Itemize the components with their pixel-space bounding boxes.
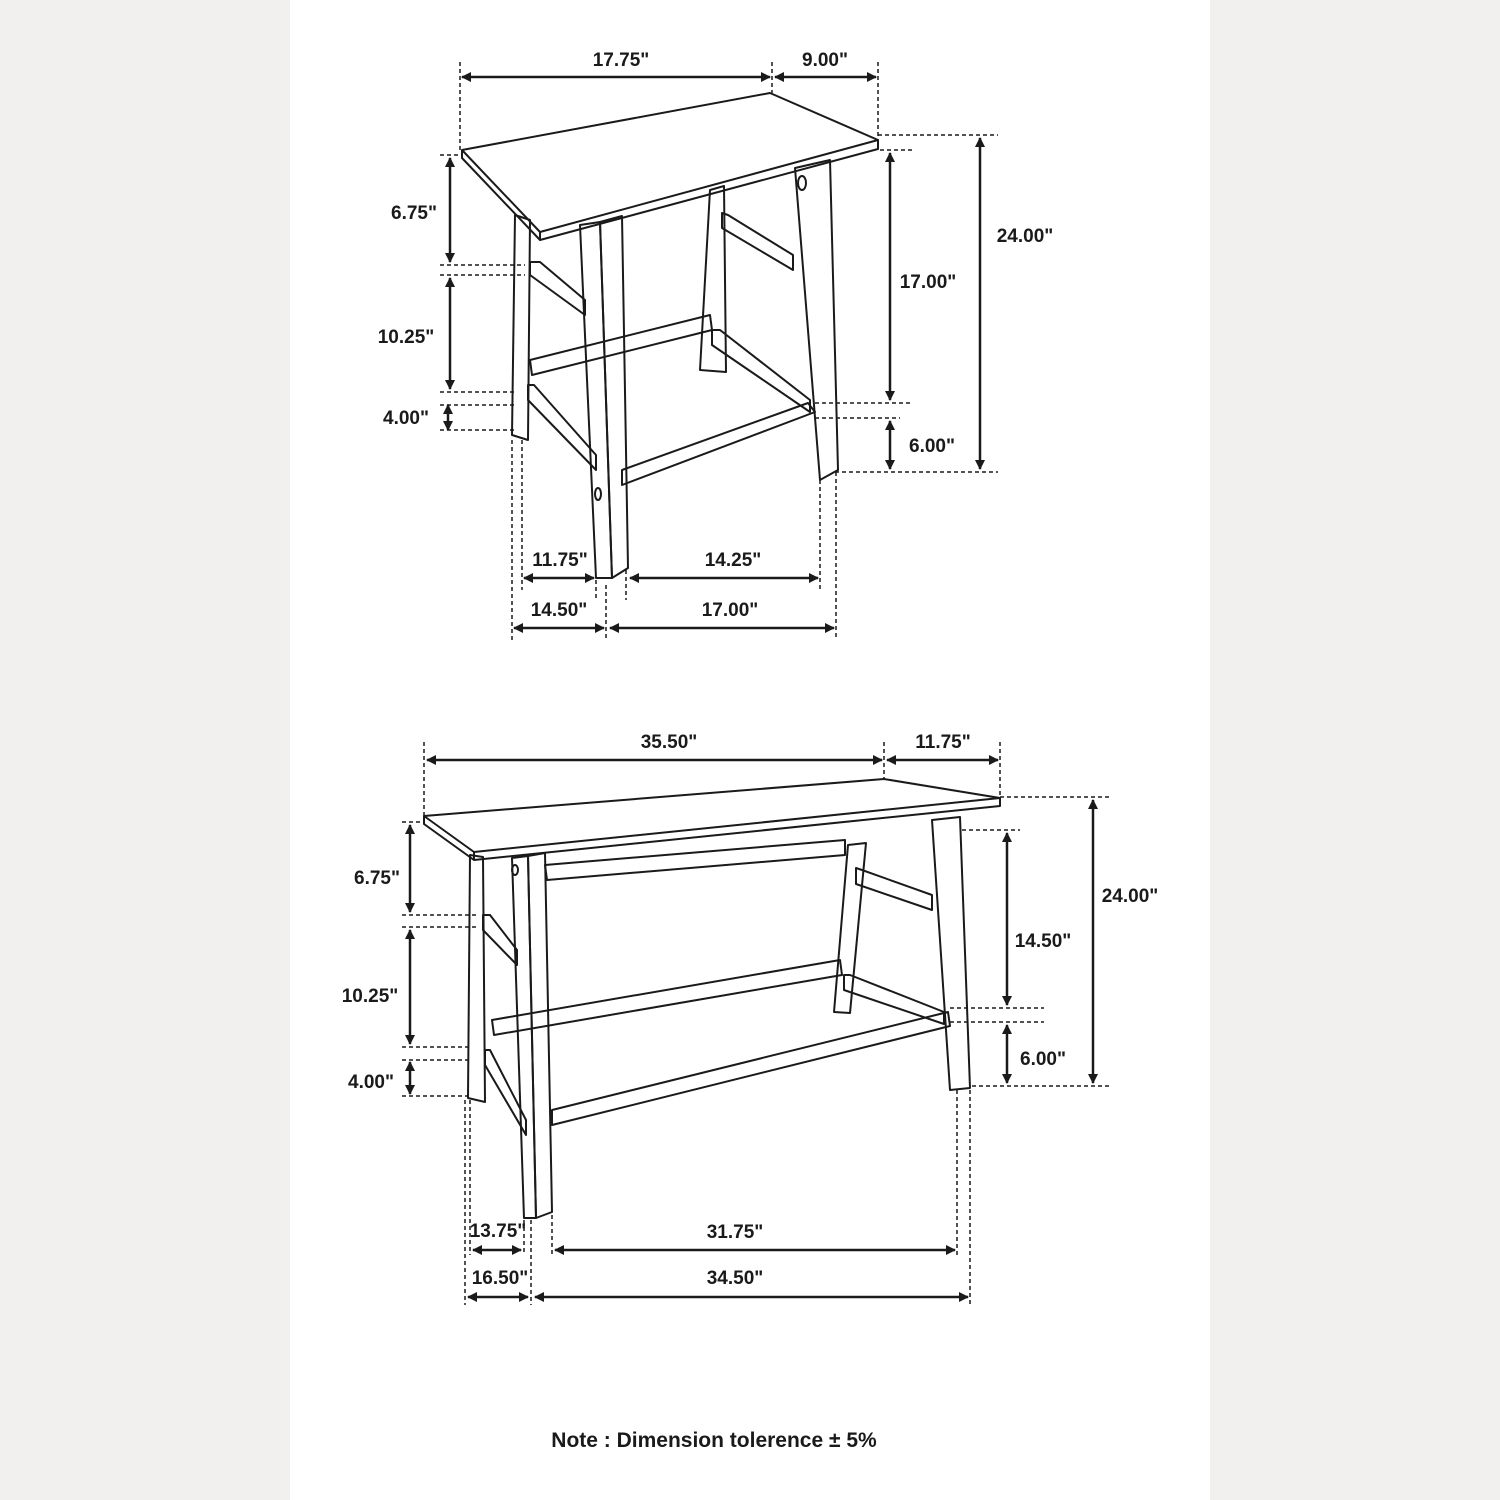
stool-inner-depth-label: 11.75": [532, 550, 588, 571]
table-extension-lines: [402, 742, 1112, 1305]
stool-drawing: 17.75" 9.00" 6.75" 10.25" 4.00" 24.00" 1…: [378, 50, 1054, 640]
table-inner-depth-label: 13.75": [470, 1221, 527, 1242]
table-apron: [544, 839, 846, 881]
table-upper-rung-gap-label: 10.25": [342, 986, 399, 1007]
stool-apron-height-label: 6.75": [391, 203, 437, 224]
table-overall-height-label: 24.00": [1102, 886, 1159, 907]
table-rung-height-label: 6.00": [1020, 1049, 1066, 1070]
table-top: [423, 778, 1001, 861]
stool-rung-height-label: 6.00": [909, 436, 955, 457]
stool-overall-height-label: 24.00": [997, 226, 1054, 247]
stool-seat-to-rung-label: 17.00": [900, 272, 957, 293]
stool-legs: [511, 159, 839, 579]
stool-upper-rung-gap-label: 10.25": [378, 327, 435, 348]
table-legs: [467, 816, 971, 1219]
table-lower-rung-gap-label: 4.00": [348, 1072, 394, 1093]
table-outer-length-label: 34.50": [707, 1268, 764, 1289]
table-dimension-arrows: [405, 755, 1098, 1302]
stool-outer-depth-label: 14.50": [531, 600, 588, 621]
stool-dimension-arrows: [443, 72, 985, 633]
stool-extension-lines: [440, 62, 998, 640]
tolerance-note: Note : Dimension tolerence ± 5%: [551, 1429, 877, 1452]
stool-inner-length-label: 14.25": [705, 550, 762, 571]
table-stretchers: [482, 867, 951, 1136]
stool-dimension-labels: 17.75" 9.00" 6.75" 10.25" 4.00" 24.00" 1…: [378, 50, 1054, 621]
stool-stretchers: [527, 212, 816, 486]
table-inner-length-label: 31.75": [707, 1222, 764, 1243]
table-top-length-label: 35.50": [641, 732, 698, 753]
stool-top-width-label: 9.00": [802, 50, 848, 71]
table-top-to-rung-label: 14.50": [1015, 931, 1072, 952]
table-drawing: 35.50" 11.75" 6.75" 10.25" 4.00" 24.00" …: [342, 732, 1159, 1305]
table-apron-height-label: 6.75": [354, 868, 400, 889]
stool-outer-length-label: 17.00": [702, 600, 759, 621]
table-outer-depth-label: 16.50": [472, 1268, 529, 1289]
stool-lower-rung-gap-label: 4.00": [383, 408, 429, 429]
table-dimension-labels: 35.50" 11.75" 6.75" 10.25" 4.00" 24.00" …: [342, 732, 1159, 1289]
stool-top-length-label: 17.75": [593, 50, 650, 71]
table-top-width-label: 11.75": [915, 732, 971, 753]
